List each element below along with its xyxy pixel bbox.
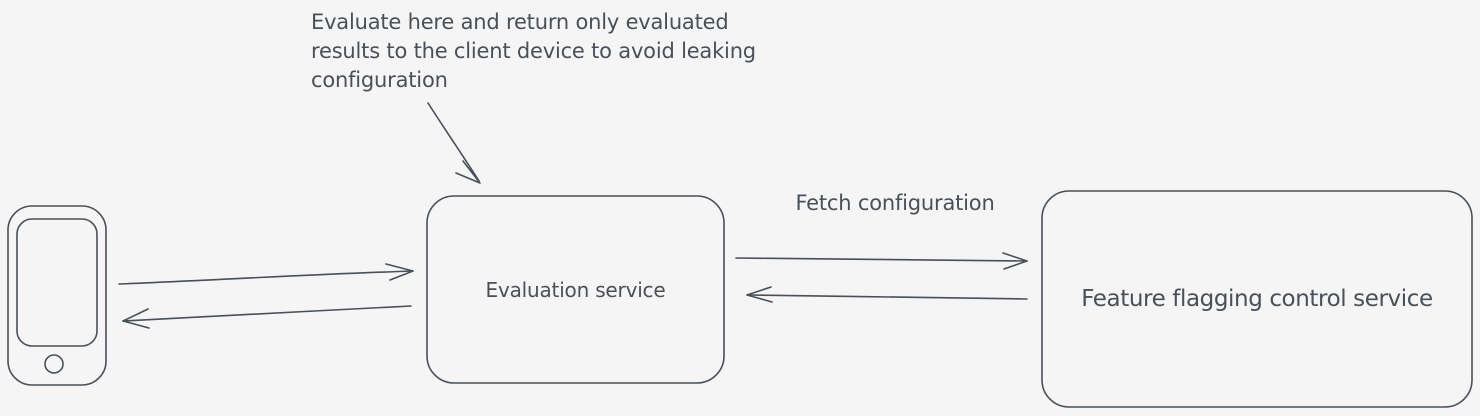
arrow-feature-flagging-to-evaluation xyxy=(746,286,1028,303)
arrow-evaluation-to-feature-flagging xyxy=(735,252,1028,270)
annotation-line: results to the client device to avoid le… xyxy=(311,39,756,63)
smartphone-icon xyxy=(7,205,107,386)
feature-flagging-service-box xyxy=(1041,190,1473,408)
annotation-line: configuration xyxy=(311,68,448,92)
annotation-note: Evaluate here and return only evaluated … xyxy=(311,8,756,95)
arrow-annotation-to-evaluation xyxy=(427,102,481,184)
evaluation-service-box xyxy=(426,195,725,384)
arrow-evaluation-to-client xyxy=(122,305,412,329)
phone-body xyxy=(7,205,107,386)
feature-flagging-service-label: Feature flagging control service xyxy=(1081,286,1433,312)
phone-screen xyxy=(16,218,98,347)
fetch-configuration-label: Fetch configuration xyxy=(795,191,995,215)
annotation-line: Evaluate here and return only evaluated xyxy=(311,10,729,34)
phone-home-button xyxy=(44,354,64,374)
arrow-client-to-evaluation xyxy=(118,263,414,285)
evaluation-service-label: Evaluation service xyxy=(485,277,666,302)
